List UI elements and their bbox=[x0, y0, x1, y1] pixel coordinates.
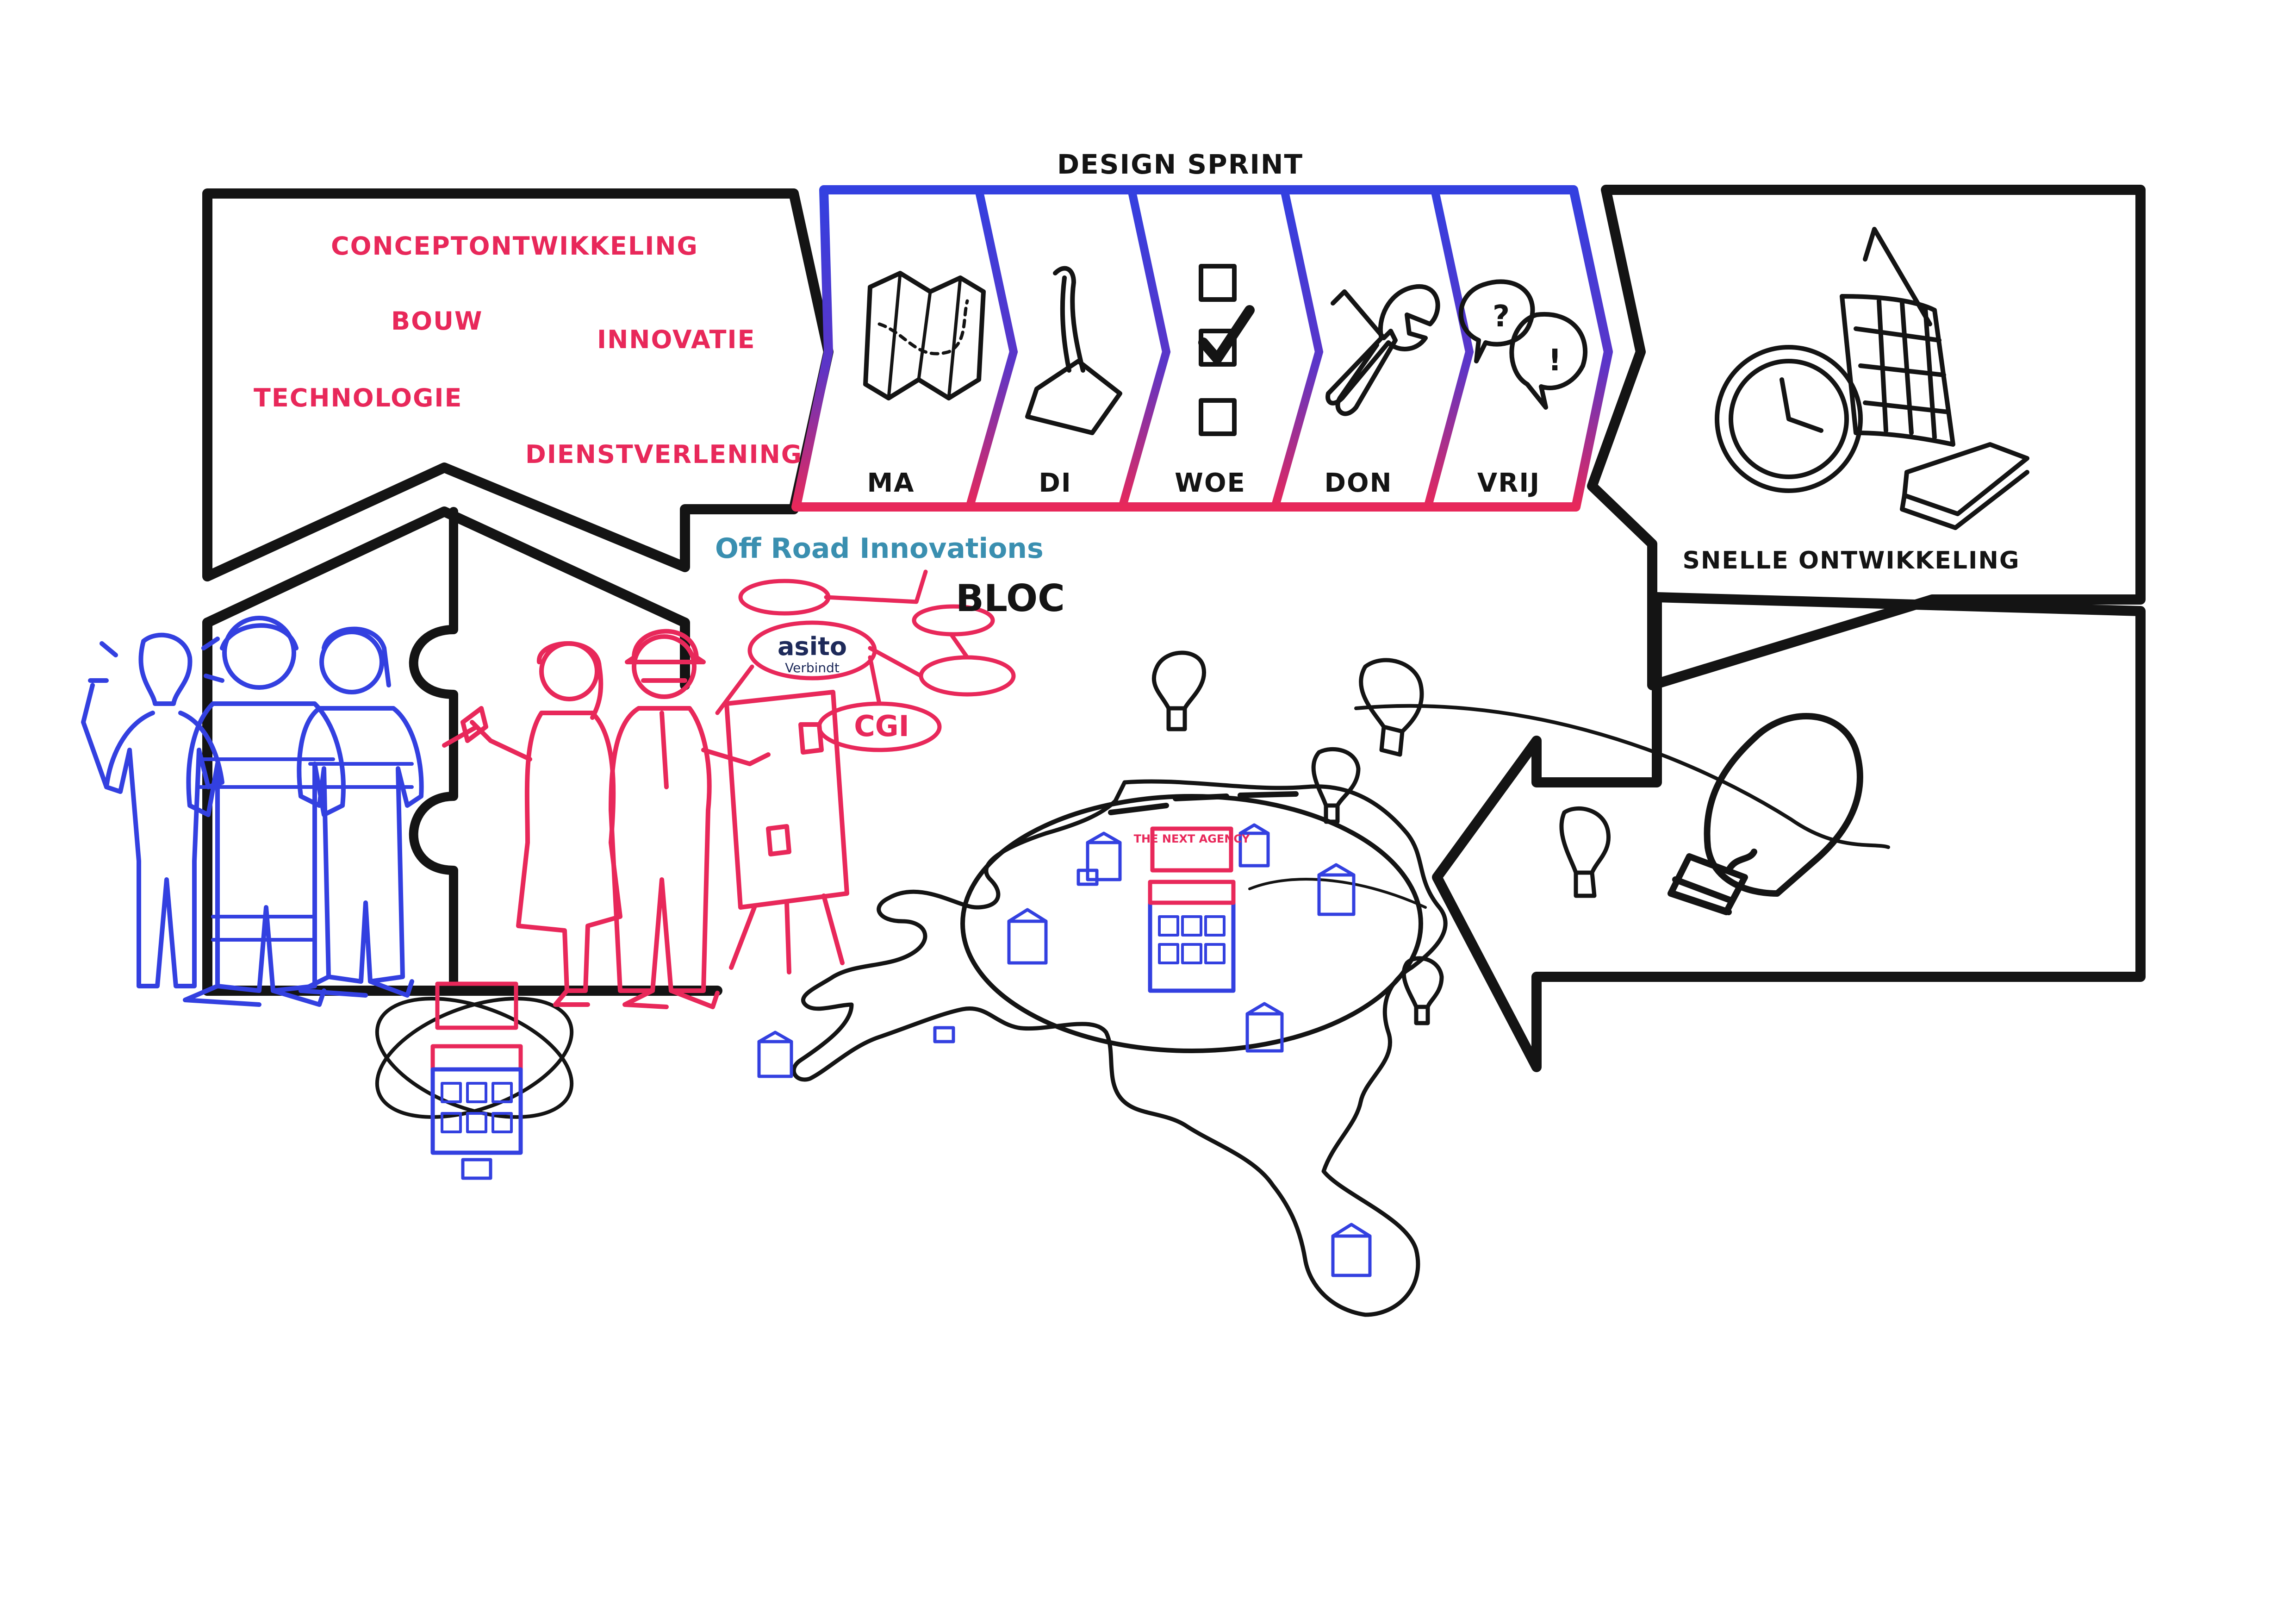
calendar-clock-icon bbox=[1715, 227, 2029, 530]
day-woe: WOE bbox=[1175, 468, 1246, 498]
partner-network bbox=[715, 569, 1016, 752]
topic-conceptontwikkeling: CONCEPTONTWIKKELING bbox=[331, 231, 698, 261]
asito-tagline: Verbindt bbox=[785, 660, 840, 675]
day-di: DI bbox=[1039, 468, 1071, 498]
topic-dienstverlening: DIENSTVERLENING bbox=[525, 440, 803, 469]
agency-sign-text: THE NEXT AGENCY bbox=[1134, 832, 1250, 845]
bloc-logo: BLOC bbox=[956, 577, 1065, 620]
topic-innovatie: INNOVATIE bbox=[597, 325, 755, 354]
sprint-day-labels: MA DI WOE DON VRIJ bbox=[867, 468, 1540, 498]
business-people-group bbox=[442, 629, 849, 1009]
topic-technologie: TECHNOLOGIE bbox=[254, 383, 462, 412]
building-icons bbox=[757, 823, 1372, 1277]
big-lightbulb-icon bbox=[1668, 712, 1863, 915]
day-ma: MA bbox=[867, 468, 915, 498]
thin-connector bbox=[1248, 878, 1427, 909]
cgi-logo: CGI bbox=[854, 709, 909, 743]
tools-icon bbox=[1325, 284, 1440, 416]
connector-line bbox=[1354, 704, 1890, 849]
svg-text:!: ! bbox=[1548, 344, 1562, 378]
emergency-workers-group bbox=[81, 616, 424, 1007]
checklist-icon bbox=[1198, 264, 1255, 436]
left-arrow-box bbox=[202, 188, 834, 996]
left-topics: CONCEPTONTWIKKELING BOUW INNOVATIE TECHN… bbox=[254, 231, 803, 469]
day-vrij: VRIJ bbox=[1477, 468, 1540, 498]
return-arrow-box bbox=[1432, 592, 2146, 1072]
topic-bouw: BOUW bbox=[391, 306, 483, 336]
sprint-title: DESIGN SPRINT bbox=[1057, 149, 1303, 180]
partner-logos: BLOC asito Verbindt CGI bbox=[778, 577, 1065, 743]
speech-bubbles-icon: ? ! bbox=[1458, 279, 1587, 410]
agency-building-map: THE NEXT AGENCY bbox=[1134, 826, 1250, 993]
region-ellipse bbox=[960, 794, 1423, 1053]
map-icon bbox=[863, 271, 986, 400]
asito-logo: asito bbox=[778, 632, 847, 661]
shovel-icon bbox=[1025, 266, 1122, 435]
agency-building-left bbox=[375, 981, 574, 1180]
partners-heading: Off Road Innovations bbox=[715, 532, 1044, 565]
sprint-band bbox=[791, 185, 1613, 512]
day-don: DON bbox=[1325, 468, 1393, 498]
snelle-ontwikkeling-label: SNELLE ONTWIKKELING bbox=[1682, 547, 2020, 575]
svg-text:?: ? bbox=[1493, 300, 1510, 334]
